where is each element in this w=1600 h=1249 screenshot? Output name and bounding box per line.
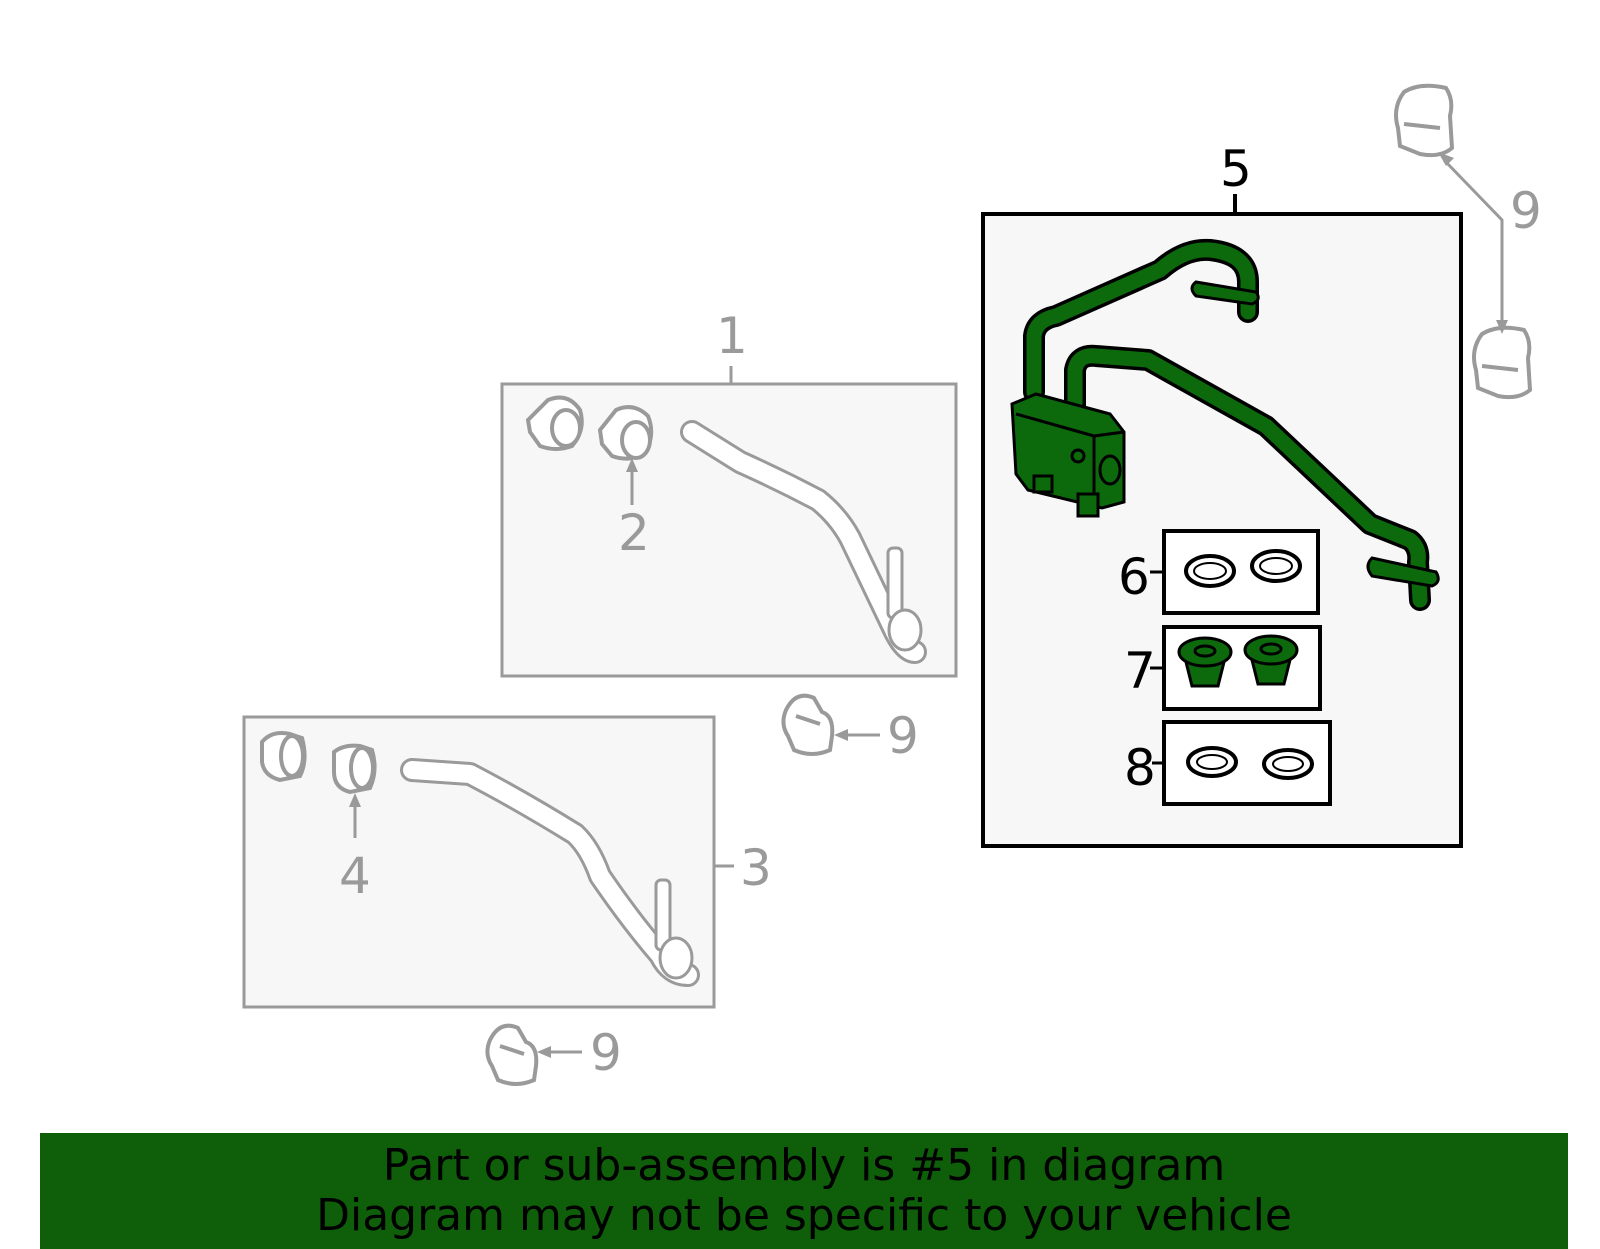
clamp-icon [260,731,307,783]
clip-icon [781,693,835,756]
part-group-3: 3 4 [242,715,772,1009]
clamp-icon [332,743,377,795]
callout-2: 2 [618,504,650,562]
clip-icon [1394,83,1455,158]
hose-icon [400,758,700,987]
callout-4: 4 [339,847,371,905]
o-ring-icon [1184,554,1236,588]
nut-icon [1177,636,1233,688]
o-ring-icon [1250,549,1302,583]
banner-line-2: Diagram may not be specific to your vehi… [316,1190,1292,1241]
callout-9-a: 9 [887,707,919,765]
part-6-box [1162,529,1320,615]
callout-8: 8 [1124,739,1156,797]
callout-5: 5 [1220,140,1252,198]
clip-icon [1472,325,1533,400]
callout-6: 6 [1118,548,1150,606]
callout-9-b: 9 [590,1024,622,1082]
part-group-1: 1 2 [500,307,958,678]
callout-9-c: 9 [1510,182,1542,240]
banner-line-1: Part or sub-assembly is #5 in diagram [382,1140,1226,1191]
nut-icon [1243,634,1299,686]
callout-3: 3 [740,839,772,897]
notice-banner: Part or sub-assembly is #5 in diagram Di… [40,1133,1568,1249]
o-ring-icon [1186,746,1238,778]
ac-line-icon[interactable] [1010,238,1440,611]
part-3-box [242,715,716,1009]
clamp-icon [525,395,584,451]
clamp-icon [597,405,654,461]
part-group-5: 5 6 [981,140,1463,848]
clip-icon [485,1023,539,1086]
callout-1: 1 [716,307,748,365]
o-ring-icon [1262,748,1314,780]
hose-icon [680,420,927,664]
callout-7: 7 [1124,642,1156,700]
